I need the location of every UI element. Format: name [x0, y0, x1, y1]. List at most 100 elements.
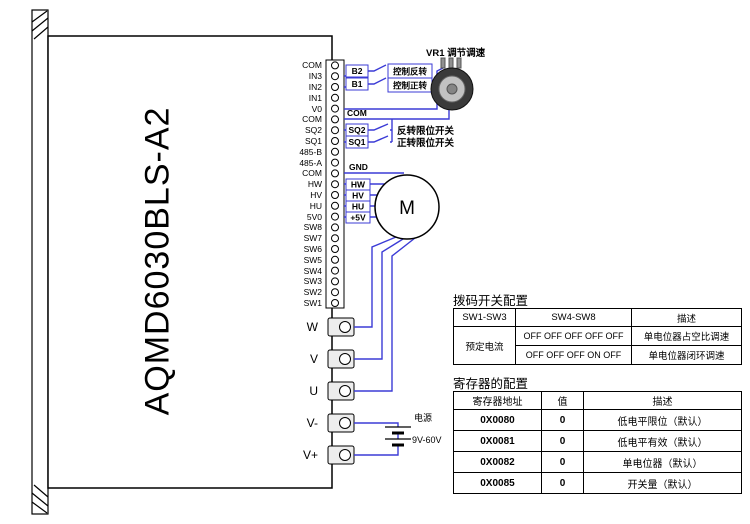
table-row: 预定电流 OFF OFF OFF OFF OFF 单电位器占空比调速: [453, 326, 742, 365]
pin-circle: [331, 104, 339, 113]
pin-circle: [331, 115, 339, 124]
pin-circle: [331, 299, 339, 307]
pin-circle: [331, 126, 339, 135]
plus5v-box: [345, 211, 371, 224]
motor: M: [374, 174, 440, 240]
pin-circle: [331, 255, 339, 264]
wire-label-boxes: B2 B1 控制反转 控制正转 SQ2 SQ1 HW HV HU +5V: [345, 63, 433, 224]
pin-circle: [331, 83, 339, 91]
pin-circle: [331, 147, 339, 156]
wire-phase-v: [354, 238, 404, 360]
pin-circle: [331, 277, 339, 286]
pin-label: COM: [302, 168, 322, 178]
table-row: 0X0081 0 低电平有效（默认）: [453, 430, 742, 452]
pot-shaft-center: [446, 83, 458, 95]
reg-val: 0: [541, 451, 584, 473]
pin-circle: [331, 245, 339, 253]
heatsink-plate: [31, 9, 49, 515]
terminal-label: V-: [307, 416, 318, 430]
pin-circle: [331, 288, 339, 297]
reg-desc: 低电平限位（默认）: [583, 409, 742, 431]
reg-val: 0: [541, 472, 584, 494]
b2-box: [345, 64, 369, 78]
reg-header-val: 值: [541, 391, 584, 410]
ctrl-forward-label: 控制正转: [393, 81, 428, 91]
pin-labels: COM IN3 IN2 IN1 V0 COM SQ2 SQ1 485-B 485…: [299, 60, 322, 308]
table-row: OFF OFF OFF ON OFF 单电位器闭环调速: [454, 345, 742, 365]
pin-label: SW1: [304, 298, 323, 308]
wire-vplus: [354, 445, 399, 456]
ctrl-reverse-label: 控制反转: [393, 67, 428, 77]
pin-label: IN3: [309, 71, 323, 81]
reg-val: 0: [541, 409, 584, 431]
pin-label: IN2: [309, 82, 323, 92]
sq1-label: SQ1: [348, 137, 365, 147]
dip-sw-values: OFF OFF OFF ON OFF: [515, 345, 632, 365]
pin-label: SW2: [304, 287, 323, 297]
pin-label: COM: [302, 114, 322, 124]
reg-val: 0: [541, 430, 584, 452]
terminal-label: V+: [303, 448, 318, 462]
pin-label: SW7: [304, 233, 323, 243]
pin-circle: [331, 61, 339, 70]
limit-reverse-label: 反转限位开关: [397, 125, 455, 137]
reg-desc: 低电平有效（默认）: [583, 430, 742, 452]
potentiometer: [430, 57, 474, 111]
pin-circle: [331, 266, 339, 275]
reg-desc: 单电位器（默认）: [583, 451, 742, 473]
hw-label: HW: [351, 180, 366, 190]
pin-label: HV: [310, 190, 322, 200]
reg-header-addr: 寄存器地址: [453, 391, 542, 410]
dip-table-title: 拨码开关配置: [453, 294, 529, 308]
pin-circle: [331, 93, 339, 102]
dip-desc: 单电位器闭环调速: [631, 345, 742, 365]
pin-label: V0: [312, 104, 323, 114]
motor-label: M: [399, 198, 415, 219]
pin-label: HU: [310, 201, 322, 211]
terminal-label: V: [310, 352, 318, 366]
pin-circle: [331, 180, 339, 189]
pot-leg: [448, 57, 454, 69]
b1-box: [345, 77, 369, 91]
sq2-label: SQ2: [348, 125, 365, 135]
pin-label: 485-A: [299, 158, 322, 168]
b2-label: B2: [352, 66, 363, 76]
terminal-label: W: [307, 320, 319, 334]
battery-short-plates: [392, 431, 404, 447]
pin-circle: [331, 169, 339, 178]
pin-circle: [331, 212, 339, 221]
pin-label: SQ2: [305, 125, 322, 135]
gnd-wire-label: GND: [349, 162, 368, 172]
pin-circle: [331, 223, 339, 232]
reg-addr: 0X0082: [453, 451, 542, 473]
pin-label: SW4: [304, 266, 323, 276]
com-wire-label: COM: [347, 108, 367, 118]
sq1-box: [345, 135, 369, 149]
pin-circle: [331, 234, 339, 243]
device-body: [47, 35, 333, 489]
pin-label: SW5: [304, 255, 323, 265]
reg-addr: 0X0081: [453, 430, 542, 452]
pin-circle: [331, 137, 339, 145]
hv-label: HV: [352, 191, 364, 201]
pin-strip: [325, 59, 345, 309]
terminal-label: U: [309, 384, 318, 398]
dip-row-label: 预定电流: [453, 326, 516, 365]
dip-header-desc: 描述: [631, 308, 742, 327]
reg-desc: 开关量（默认）: [583, 472, 742, 494]
pin-label: 5V0: [307, 212, 322, 222]
pin-label: SW8: [304, 222, 323, 232]
b1-label: B1: [352, 79, 363, 89]
table-row: 0X0085 0 开关量（默认）: [453, 472, 742, 494]
power-supply-label: 电源: [414, 412, 432, 423]
vr1-label: VR1 调节调速: [426, 47, 486, 59]
battery-symbol: [385, 426, 411, 447]
pot-leg: [440, 57, 446, 69]
dip-sw-values: OFF OFF OFF OFF OFF: [515, 326, 632, 346]
device-model-label: AQMD6030BLS-A2: [138, 106, 177, 416]
pin-label: IN1: [309, 93, 323, 103]
hu-label: HU: [352, 202, 364, 212]
pin-label: SW6: [304, 244, 323, 254]
dip-switch-table: SW1-SW3 SW4-SW8 描述 预定电流 OFF OFF OFF OFF …: [453, 308, 742, 365]
